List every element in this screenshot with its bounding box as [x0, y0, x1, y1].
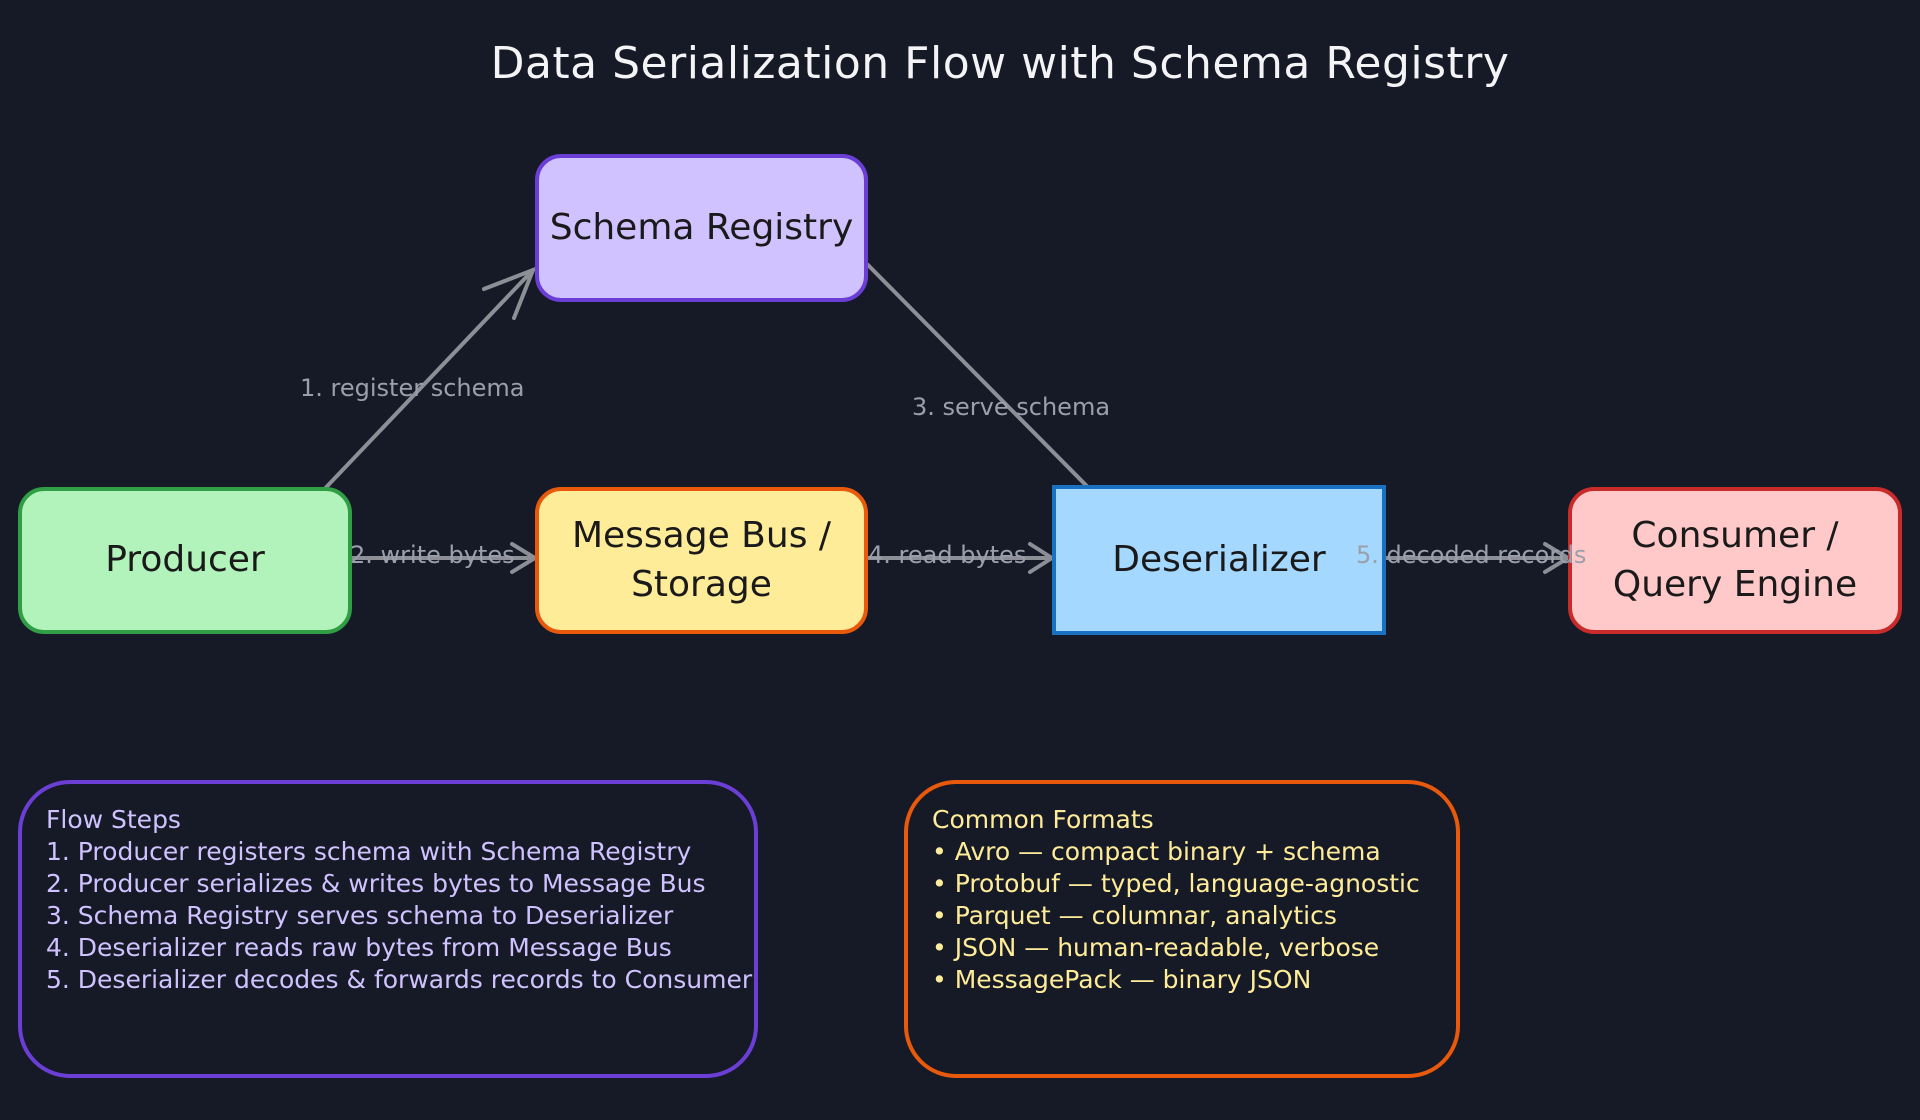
- diagram-title: Data Serialization Flow with Schema Regi…: [490, 38, 1510, 89]
- flow-steps-note: Flow Steps 1. Producer registers schema …: [18, 780, 758, 1078]
- format-item: • MessagePack — binary JSON: [932, 965, 1312, 994]
- edge-label-serve-schema: 3. serve schema: [912, 393, 1111, 421]
- flow-step-item: 2. Producer serializes & writes bytes to…: [46, 869, 706, 898]
- flow-step-item: 1. Producer registers schema with Schema…: [46, 837, 692, 866]
- node-schema-registry-label: Schema Registry: [549, 206, 854, 248]
- node-deserializer[interactable]: Deserializer: [1052, 485, 1386, 635]
- formats-heading: Common Formats: [932, 805, 1154, 834]
- common-formats-note: Common Formats • Avro — compact binary +…: [904, 780, 1460, 1078]
- edge-register-schema: [293, 268, 535, 522]
- node-consumer[interactable]: Consumer / Query Engine: [1568, 487, 1902, 634]
- format-item: • Parquet — columnar, analytics: [932, 901, 1337, 930]
- node-producer[interactable]: Producer: [18, 487, 352, 634]
- edge-label-write-bytes: 2. write bytes: [350, 541, 515, 569]
- flow-step-item: 3. Schema Registry serves schema to Dese…: [46, 901, 674, 930]
- node-producer-label: Producer: [105, 539, 265, 581]
- arrowhead-register-schema: [482, 266, 537, 320]
- node-consumer-label: Consumer / Query Engine: [1612, 514, 1858, 605]
- node-deserializer-label: Deserializer: [1112, 538, 1326, 580]
- flow-step-item: 5. Deserializer decodes & forwards recor…: [46, 965, 753, 994]
- node-schema-registry[interactable]: Schema Registry: [535, 154, 868, 302]
- edge-label-decoded-records: 5. decoded records: [1356, 541, 1587, 569]
- edge-label-read-bytes: 4. read bytes: [868, 541, 1027, 569]
- format-item: • Avro — compact binary + schema: [932, 837, 1381, 866]
- flow-step-item: 4. Deserializer reads raw bytes from Mes…: [46, 933, 672, 962]
- format-item: • Protobuf — typed, language-agnostic: [932, 869, 1420, 898]
- flow-steps-heading: Flow Steps: [46, 805, 181, 834]
- node-message-bus-label: Message Bus / Storage: [571, 514, 832, 605]
- edge-label-register-schema: 1. register schema: [300, 374, 525, 402]
- format-item: • JSON — human-readable, verbose: [932, 933, 1380, 962]
- node-message-bus[interactable]: Message Bus / Storage: [535, 487, 868, 634]
